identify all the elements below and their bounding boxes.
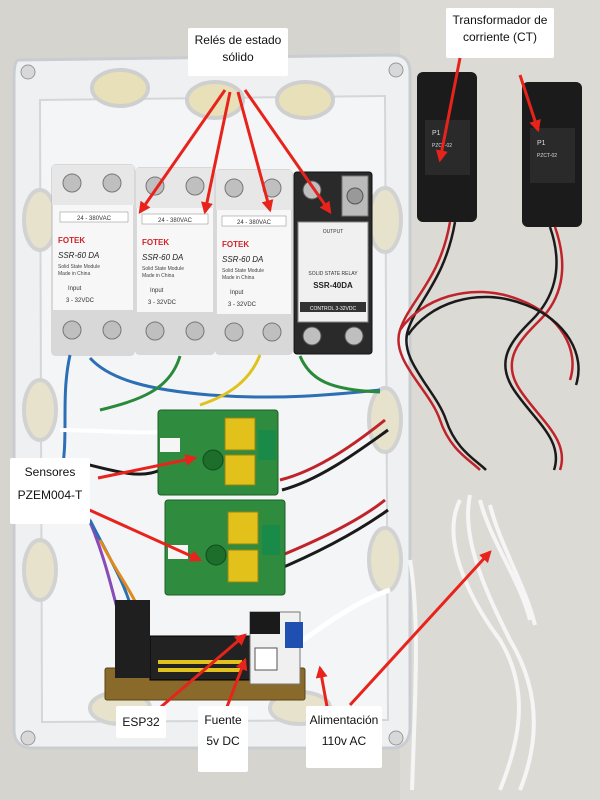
ssr-1-range: 3 - 32VDC	[66, 298, 95, 304]
label-sensors: Sensores PZEM004-T	[10, 458, 90, 524]
ssr-1-sub: Solid State Module	[58, 264, 100, 270]
ssr-black-model: SSR-40DA	[313, 281, 353, 290]
ssr-black-bottom: CONTROL 3-32VDC	[310, 306, 357, 312]
ssr-module-3: 24 - 380VAC FOTEK SSR-60 DA Solid State …	[215, 169, 293, 355]
ct-2-mark: P1	[537, 140, 546, 147]
ct-2-model: PZCT-02	[537, 153, 557, 159]
ssr-module-1: 24 - 380VAC FOTEK SSR-60 DA Solid State …	[51, 164, 135, 356]
label-sensors-line1: Sensores	[24, 465, 76, 479]
label-psu: Fuente 5v DC	[198, 706, 248, 772]
ssr-2-made: Made in China	[142, 273, 174, 279]
label-ssr-line1: Relés de estado	[194, 33, 282, 47]
ct-clamp-1: P1 PZCT-02	[417, 72, 477, 222]
label-ct: Transformador de corriente (CT)	[446, 8, 554, 58]
annotation-arrows	[84, 57, 541, 714]
ssr-2-brand: FOTEK	[142, 238, 169, 247]
ssr-3-made: Made in China	[222, 275, 254, 281]
ssr-2-sub: Solid State Module	[142, 266, 184, 272]
ssr-3-input: Input	[230, 290, 244, 296]
ssr-1-brand: FOTEK	[58, 236, 85, 245]
ssr-black-top: OUTPUT	[323, 229, 344, 235]
pzem-board-2	[164, 499, 286, 596]
ssr-2-input: Input	[150, 288, 164, 294]
ssr-black-title: SOLID STATE RELAY	[308, 271, 358, 277]
ssr-3-range: 3 - 32VDC	[228, 302, 257, 308]
label-sensors-line2: PZEM004-T	[17, 488, 83, 502]
label-ct-line1: Transformador de	[452, 13, 548, 27]
label-power-line1: Alimentación	[309, 713, 379, 727]
ct-clamp-2: P1 PZCT-02	[522, 82, 582, 227]
ssr-1-top-text: 24 - 380VAC	[77, 216, 112, 222]
label-ct-line2: corriente (CT)	[462, 30, 537, 44]
ssr-module-black: OUTPUT SOLID STATE RELAY SSR-40DA CONTRO…	[293, 171, 373, 355]
ssr-2-top-text: 24 - 380VAC	[158, 218, 193, 224]
ssr-2-model: SSR-60 DA	[142, 253, 183, 262]
ssr-1-input: Input	[68, 286, 82, 292]
label-ssr-line2: sólido	[222, 50, 254, 64]
ssr-3-model: SSR-60 DA	[222, 255, 263, 264]
ct-1-mark: P1	[432, 130, 441, 137]
ct-wires	[397, 221, 580, 471]
ac-cable-coil	[408, 494, 537, 791]
power-supply-module	[249, 611, 303, 685]
pzem-board-1	[157, 409, 279, 496]
label-ssr: Relés de estado sólido	[188, 28, 288, 76]
label-power: Alimentación 110v AC	[306, 706, 382, 768]
ssr-3-sub: Solid State Module	[222, 268, 264, 274]
label-psu-line2: 5v DC	[206, 734, 240, 748]
ssr-1-made: Made in China	[58, 271, 90, 277]
ssr-1-model: SSR-60 DA	[58, 251, 99, 260]
ssr-2-range: 3 - 32VDC	[148, 300, 177, 306]
ssr-module-2: 24 - 380VAC FOTEK SSR-60 DA Solid State …	[135, 167, 215, 355]
label-power-line2: 110v AC	[321, 734, 367, 748]
label-esp32: ESP32	[116, 706, 166, 738]
label-psu-line1: Fuente	[204, 713, 242, 727]
ssr-3-brand: FOTEK	[222, 240, 249, 249]
ssr-3-top-text: 24 - 380VAC	[237, 220, 272, 226]
label-esp32-line1: ESP32	[122, 715, 160, 729]
